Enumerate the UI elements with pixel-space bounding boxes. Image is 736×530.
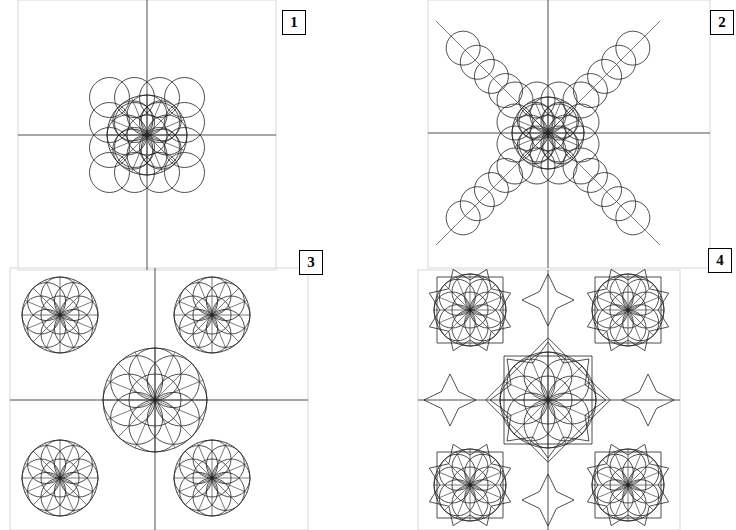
construction-circle (460, 45, 494, 79)
construction-circle (573, 74, 607, 108)
construction-circle (103, 348, 207, 452)
construction-circle (489, 158, 523, 192)
construction-line (437, 296, 504, 324)
star-outline (522, 474, 574, 526)
construction-line (595, 296, 662, 324)
construction-circle (474, 173, 508, 207)
construction-circle (602, 187, 636, 221)
panel-frame (418, 270, 680, 530)
star-outline (622, 374, 674, 426)
construction-circle (434, 274, 506, 346)
construction-circle (22, 440, 98, 516)
square-outline (504, 356, 592, 444)
construction-circle (588, 173, 622, 207)
construction-circle (174, 277, 250, 353)
construction-line (177, 463, 247, 492)
construction-line (504, 382, 593, 419)
construction-circle (90, 128, 130, 168)
square-outline (437, 452, 503, 518)
construction-circle (165, 103, 205, 143)
construction-line (436, 21, 548, 133)
panel-frame (428, 0, 710, 268)
construction-circle (489, 74, 523, 108)
construction-circle (140, 153, 180, 193)
construction-circle (563, 126, 599, 162)
panel-frame (18, 0, 276, 270)
construction-circle (140, 78, 180, 118)
construction-circle (115, 153, 155, 193)
callout-number-box: 2 (710, 10, 734, 35)
construction-circle (497, 104, 533, 140)
construction-circle (446, 31, 480, 65)
construction-circle (446, 201, 480, 235)
star-outline (587, 269, 668, 350)
star-outline (424, 374, 476, 426)
callout-number-box: 1 (282, 10, 306, 35)
construction-circle (592, 449, 664, 521)
panel-frame (10, 268, 308, 530)
construction-circle (519, 148, 555, 184)
construction-line (110, 120, 184, 151)
square-outline (437, 277, 503, 343)
construction-line (25, 463, 95, 492)
construction-circle (460, 187, 494, 221)
square-outline (595, 452, 661, 518)
construction-line (548, 21, 660, 133)
panel-two-pattern (428, 0, 710, 268)
construction-circle (497, 126, 533, 162)
callout-number-box: 3 (299, 250, 323, 275)
callout-number: 3 (307, 254, 315, 271)
construction-circle (519, 82, 555, 118)
construction-line (177, 300, 247, 329)
construction-circle (616, 31, 650, 65)
construction-circle (592, 274, 664, 346)
construction-line (548, 133, 660, 245)
square-outline (595, 277, 661, 343)
star-outline (587, 444, 668, 525)
callout-number: 4 (716, 252, 724, 269)
construction-circle (588, 59, 622, 93)
star-outline (522, 274, 574, 326)
panel-three-pattern (10, 268, 308, 530)
star-outline (429, 444, 510, 525)
square-outline (486, 338, 610, 462)
construction-circle (500, 352, 596, 448)
construction-line (107, 380, 203, 420)
panel-four-pattern (418, 269, 680, 530)
construction-line (595, 471, 662, 499)
construction-circle (541, 148, 577, 184)
construction-circle (90, 103, 130, 143)
callout-number: 2 (718, 14, 726, 31)
construction-circle (174, 440, 250, 516)
star-outline (490, 342, 606, 458)
construction-circle (434, 449, 506, 521)
construction-circle (474, 59, 508, 93)
construction-line (25, 300, 95, 329)
construction-circle (563, 104, 599, 140)
construction-circle (602, 45, 636, 79)
construction-circle (22, 277, 98, 353)
construction-circle (573, 158, 607, 192)
construction-line (428, 133, 710, 134)
callout-number: 1 (290, 14, 298, 31)
star-outline (429, 269, 510, 350)
construction-circle (115, 78, 155, 118)
construction-circle (616, 201, 650, 235)
panel-one-pattern (18, 0, 276, 270)
construction-circle (107, 95, 187, 175)
construction-line (437, 471, 504, 499)
construction-circle (165, 128, 205, 168)
construction-line (436, 133, 548, 245)
construction-circle (541, 82, 577, 118)
callout-number-box: 4 (708, 248, 732, 273)
